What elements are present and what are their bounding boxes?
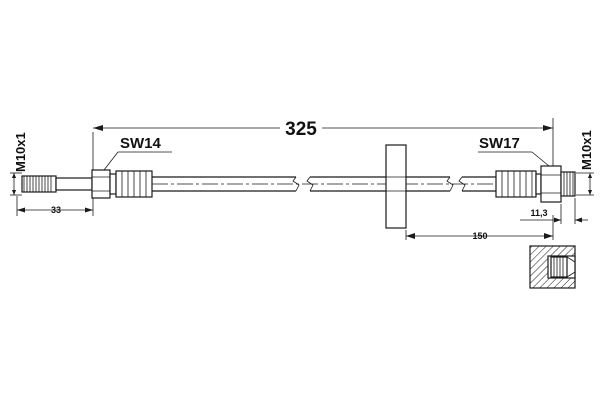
bracket-offset-dimension: 150 — [405, 215, 554, 241]
left-wrench-callout: SW14 — [103, 135, 172, 171]
hose-body — [152, 176, 496, 192]
overall-length-label: 325 — [285, 119, 317, 140]
port-section-detail — [529, 245, 576, 289]
right-thread-dimension: M10x1 — [576, 130, 594, 196]
mounting-bracket — [385, 144, 407, 229]
left-thread-label: M10x1 — [13, 132, 28, 172]
left-thread-dimension: M10x1 — [10, 132, 28, 196]
right-thread-length-dimension: 11,3 — [520, 198, 588, 224]
right-wrench-callout: SW17 — [478, 135, 550, 167]
left-thread-length-dimension: 33 — [16, 196, 94, 216]
bracket-offset-label: 150 — [472, 231, 487, 241]
right-wrench-label: SW17 — [479, 135, 520, 152]
left-fitting — [21, 169, 153, 199]
overall-length-dimension: 325 — [92, 118, 554, 172]
right-thread-label: M10x1 — [579, 130, 594, 170]
left-thread-length-label: 33 — [51, 205, 61, 215]
right-thread-length-label: 11,3 — [530, 208, 547, 218]
right-fitting — [495, 165, 576, 203]
left-wrench-label: SW14 — [120, 135, 162, 152]
